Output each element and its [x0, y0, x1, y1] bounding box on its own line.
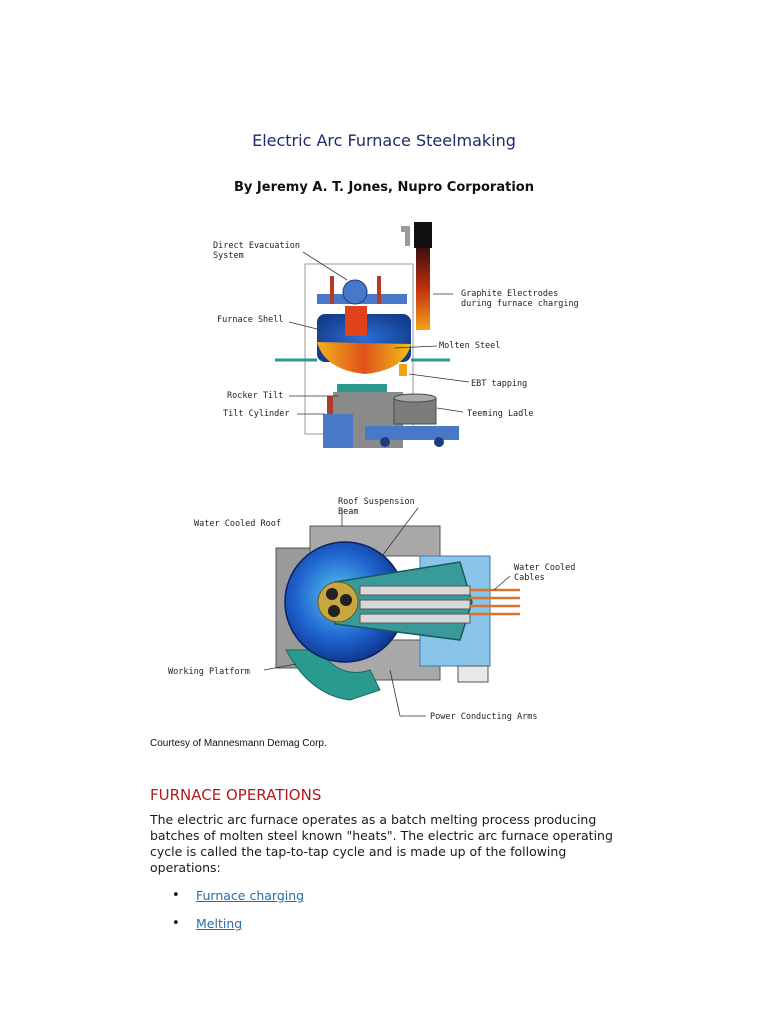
- tilt-cylinder-icon: [327, 396, 333, 414]
- working-platform-icon: [285, 649, 381, 701]
- electrode-icon: [328, 605, 340, 617]
- car-wheel-right: [434, 437, 444, 447]
- leader-line: [493, 575, 511, 591]
- section-heading: FURNACE OPERATIONS: [150, 786, 322, 804]
- section-paragraph: The electric arc furnace operates as a b…: [150, 812, 613, 875]
- electrode-icon: [326, 588, 338, 600]
- car-wheel-left: [380, 437, 390, 447]
- label-ebt-tapping: EBT tapping: [471, 379, 527, 389]
- label-furnace-shell: Furnace Shell: [217, 315, 284, 325]
- label-graphite-electrodes: Graphite Electrodes: [461, 289, 558, 299]
- shell-column: [345, 306, 367, 336]
- operations-list: • Furnace charging • Melting: [150, 884, 304, 940]
- small-panel: [457, 665, 489, 683]
- ladle-rim: [393, 393, 437, 403]
- graphite-electrode-icon: [416, 248, 430, 330]
- base-foot: [323, 414, 353, 448]
- graphite-electrode-holder: [414, 222, 432, 248]
- leader-line: [389, 669, 401, 717]
- molten-steel-icon: [317, 342, 411, 374]
- label-teeming-ladle: Teeming Ladle: [467, 409, 534, 419]
- arm-bar: [359, 585, 471, 596]
- label-roof-suspension: Roof Suspension: [338, 497, 415, 507]
- author-byline: By Jeremy A. T. Jones, Nupro Corporation: [234, 180, 534, 195]
- label-direct-evacuation: Direct Evacuation: [213, 241, 300, 251]
- label-rocker-tilt: Rocker Tilt: [227, 391, 283, 401]
- electrode-delta-icon: [317, 581, 359, 623]
- arm-bar: [359, 613, 471, 624]
- roof-arm-left: [330, 276, 334, 304]
- bullet-icon: •: [172, 888, 180, 903]
- leader-line: [408, 373, 470, 383]
- list-item: • Furnace charging: [150, 884, 304, 912]
- electrode-icon: [340, 594, 352, 606]
- direct-evacuation-icon: [342, 279, 368, 305]
- arm-bar: [359, 599, 471, 610]
- label-tilt-cylinder: Tilt Cylinder: [223, 409, 290, 419]
- label-water-cooled-cables: Cables: [514, 573, 545, 583]
- leader-line: [436, 407, 464, 413]
- label-roof-suspension-beam: Beam: [338, 507, 358, 517]
- furnace-top-view-diagram: Roof Suspension Beam Water Cooled Roof W…: [168, 497, 575, 722]
- label-water-cooled: Water Cooled: [514, 563, 575, 573]
- ebt-icon: [399, 364, 407, 376]
- label-working-platform: Working Platform: [168, 667, 250, 677]
- bullet-icon: •: [172, 916, 180, 931]
- leader-line: [381, 507, 419, 557]
- leader-line: [288, 321, 322, 331]
- rocker-tilt-icon: [337, 384, 387, 392]
- figure-caption: Courtesy of Mannesmann Demag Corp.: [150, 738, 327, 749]
- label-graphite-charging: during furnace charging: [461, 299, 579, 309]
- label-water-cooled-roof: Water Cooled Roof: [194, 519, 281, 529]
- label-power-conducting-arms: Power Conducting Arms: [430, 712, 537, 722]
- leader-line: [263, 663, 297, 671]
- label-direct-evacuation-system: System: [213, 251, 244, 261]
- leader-line: [394, 345, 438, 349]
- page-title: Electric Arc Furnace Steelmaking: [252, 131, 516, 150]
- link-melting[interactable]: Melting: [196, 916, 243, 931]
- link-furnace-charging[interactable]: Furnace charging: [196, 888, 305, 903]
- roof-arm-right: [377, 276, 381, 304]
- furnace-side-view-diagram: Direct Evacuation System Graphite Electr…: [213, 222, 579, 448]
- leader-line: [302, 251, 348, 281]
- label-molten-steel: Molten Steel: [439, 341, 500, 351]
- ladle-car-icon: [365, 426, 459, 440]
- electrode-mast: [367, 226, 410, 246]
- list-item: • Melting: [150, 912, 304, 940]
